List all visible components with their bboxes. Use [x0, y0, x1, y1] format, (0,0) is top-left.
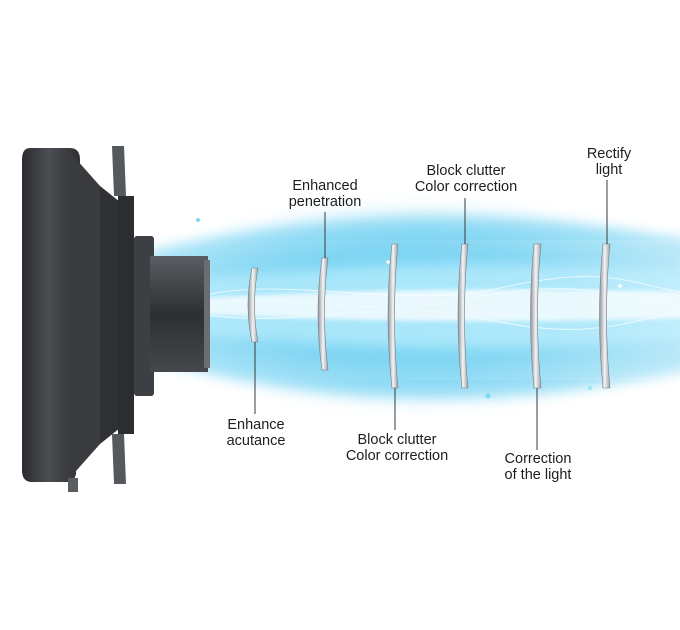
leader-lines: [254, 180, 608, 450]
label-line: light: [595, 162, 623, 178]
label-line: Correction: [504, 451, 572, 467]
label-correction-light: Correction of the light: [505, 451, 572, 483]
sparkle: [386, 260, 390, 264]
label-line: Rectify: [586, 146, 632, 162]
label-line: penetration: [288, 194, 362, 210]
lens-5: [530, 243, 542, 389]
label-line: Block clutter: [426, 163, 506, 179]
lens-4: [457, 243, 469, 389]
lens-2: [317, 257, 329, 371]
label-line: Enhanced: [292, 178, 358, 194]
sparkle: [196, 218, 200, 222]
label-enhance-acutance: Enhance acutance: [227, 417, 286, 449]
lamp-housing: [22, 146, 210, 492]
label-line: Enhance: [227, 417, 285, 433]
label-line: of the light: [504, 467, 572, 483]
label-block-clutter-top: Block clutter Color correction: [415, 163, 517, 195]
label-line: Color correction: [345, 448, 449, 464]
lens-6: [599, 243, 611, 389]
label-line: acutance: [226, 433, 286, 449]
lens-1: [247, 267, 259, 343]
sparkle: [588, 386, 592, 390]
label-block-clutter-bottom: Block clutter Color correction: [346, 432, 448, 464]
lens-3: [387, 243, 399, 389]
light-beam: [130, 200, 680, 410]
sparkle: [618, 284, 622, 288]
label-enhanced-penetration: Enhanced penetration: [289, 178, 362, 210]
label-rectify-light: Rectify light: [587, 146, 631, 178]
sparkle: [485, 393, 491, 399]
label-line: Color correction: [414, 179, 518, 195]
label-line: Block clutter: [357, 432, 437, 448]
